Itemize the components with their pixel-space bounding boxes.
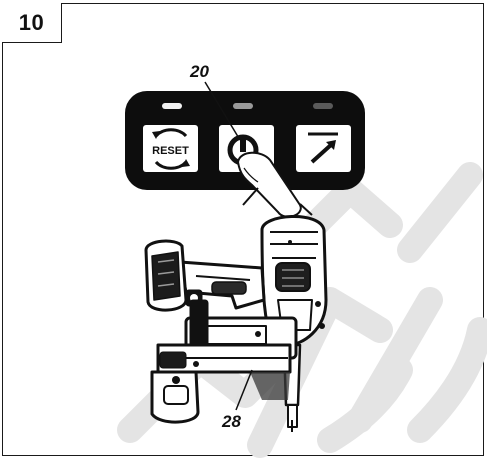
- callout-label-20: 20: [190, 62, 209, 81]
- figure-number: 10: [18, 9, 45, 35]
- figure-number-tab: 10: [2, 3, 62, 43]
- indicator-led-middle: [233, 103, 253, 109]
- callout-label-28: 28: [222, 412, 241, 431]
- reset-label: RESET: [152, 145, 189, 157]
- indicator-led-right: [313, 103, 333, 109]
- callout-leader-28: [235, 369, 253, 411]
- callout-leader-20: [204, 81, 241, 141]
- nailer-tool: [144, 215, 328, 432]
- reset-button[interactable]: RESET: [143, 125, 198, 172]
- nail-mode-button[interactable]: [296, 125, 351, 172]
- nail-mode-icon: [308, 132, 338, 164]
- indicator-led-left: [162, 103, 182, 109]
